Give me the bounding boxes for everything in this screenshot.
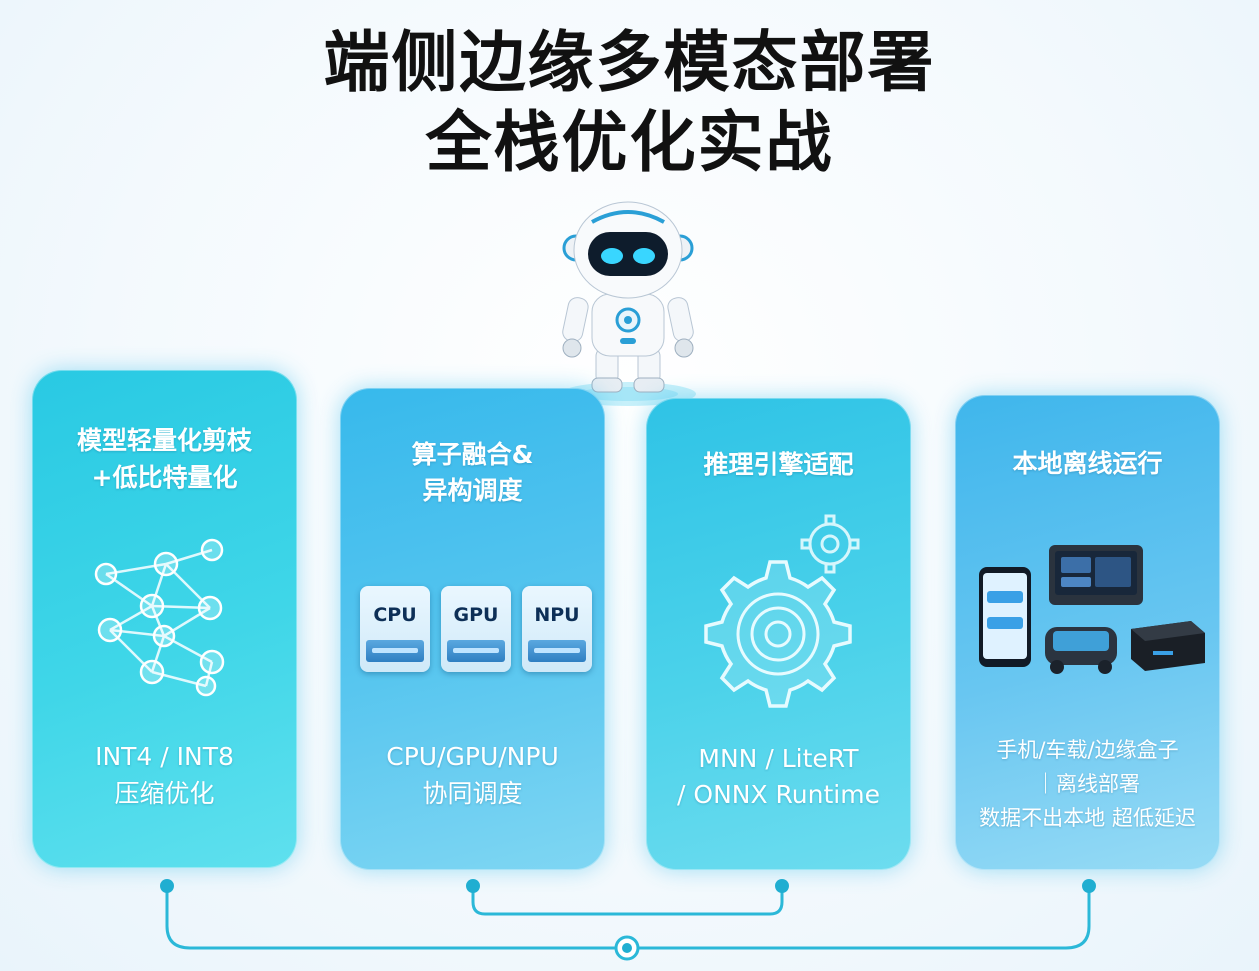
gpu-chip-icon: GPU <box>441 586 511 672</box>
card-model-compression: 模型轻量化剪枝 +低比特量化 <box>32 370 297 868</box>
card-footer-line1: INT4 / INT8 <box>95 742 234 771</box>
card-footer-line2: / ONNX Runtime <box>677 780 880 809</box>
card-footer-line2: 协同调度 <box>422 779 523 808</box>
card-heading-line1: 模型轻量化剪枝 <box>76 426 252 455</box>
card-inference-engine: 推理引擎适配 MNN / LiteRT / ONNX Runtime <box>646 398 911 870</box>
connector-hub-core <box>622 943 632 953</box>
neural-network-icon <box>94 538 225 697</box>
card-heading: 本地离线运行 <box>1012 449 1163 478</box>
card-footer-line1: 手机/车载/边缘盒子 <box>996 738 1179 762</box>
card-operator-fusion: 算子融合& 异构调度 CPU GPU NPU CPU/GPU/NPU 协同调度 <box>340 388 605 870</box>
page-title-line1: 端侧边缘多模态部署 <box>323 24 936 101</box>
card-offline-runtime: 本地离线运行 手机/车载/边缘盒子 ｜离线部署 数据不出本地 超低延迟 <box>955 395 1220 870</box>
edge-devices-icon <box>979 545 1205 674</box>
connector-dot <box>1082 879 1096 893</box>
card-footer-line2: ｜离线部署 <box>1035 772 1140 796</box>
npu-chip-icon: NPU <box>522 586 592 672</box>
robot-mascot-icon <box>560 201 696 406</box>
card-heading-line2: +低比特量化 <box>91 463 238 492</box>
chip-label: GPU <box>453 604 499 626</box>
card-footer-line1: MNN / LiteRT <box>698 744 859 773</box>
cpu-chip-icon: CPU <box>360 586 430 672</box>
connector-lines <box>160 879 1096 961</box>
card-footer-line3: 数据不出本地 超低延迟 <box>979 806 1196 830</box>
card-footer-line1: CPU/GPU/NPU <box>386 742 559 771</box>
page-title-line2: 全栈优化实战 <box>425 104 834 181</box>
connector-dot <box>160 879 174 893</box>
chip-label: CPU <box>373 604 417 626</box>
card-heading-line1: 算子融合& <box>411 440 534 469</box>
card-heading: 推理引擎适配 <box>703 450 854 479</box>
chip-label: NPU <box>534 604 580 626</box>
card-heading-line2: 异构调度 <box>422 476 523 505</box>
connector-dot <box>775 879 789 893</box>
gear-icon <box>704 514 860 708</box>
connector-dot <box>466 879 480 893</box>
card-footer-line2: 压缩优化 <box>114 779 215 808</box>
